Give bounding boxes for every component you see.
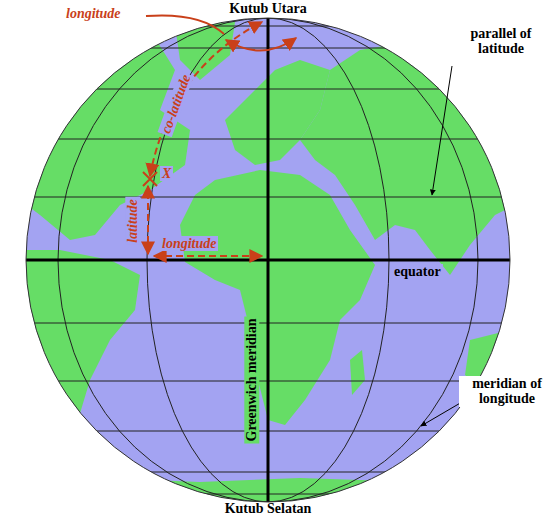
pole-label: Kutub Utara: [229, 1, 306, 16]
continents: [20, 22, 530, 519]
angle-label: longitude: [160, 236, 218, 251]
graticule: [20, 18, 520, 502]
greenwich-line: [267, 18, 270, 502]
parallel-label: parallel of latitude: [450, 26, 552, 57]
meridian-label: Greenwich meridian: [244, 316, 259, 443]
point-label: X: [160, 166, 173, 181]
leader-line: [432, 66, 452, 195]
angle-label: latitude: [125, 197, 140, 245]
leader-line: [421, 402, 462, 426]
angle-arrows: [143, 15, 296, 256]
pole-label: Kutub Selatan: [225, 502, 312, 517]
angle-label: longitude: [66, 6, 120, 21]
meridian-desc-label: meridian of longitude: [459, 376, 555, 407]
globe-outline: [26, 18, 510, 502]
equator-label: equator: [392, 264, 443, 279]
